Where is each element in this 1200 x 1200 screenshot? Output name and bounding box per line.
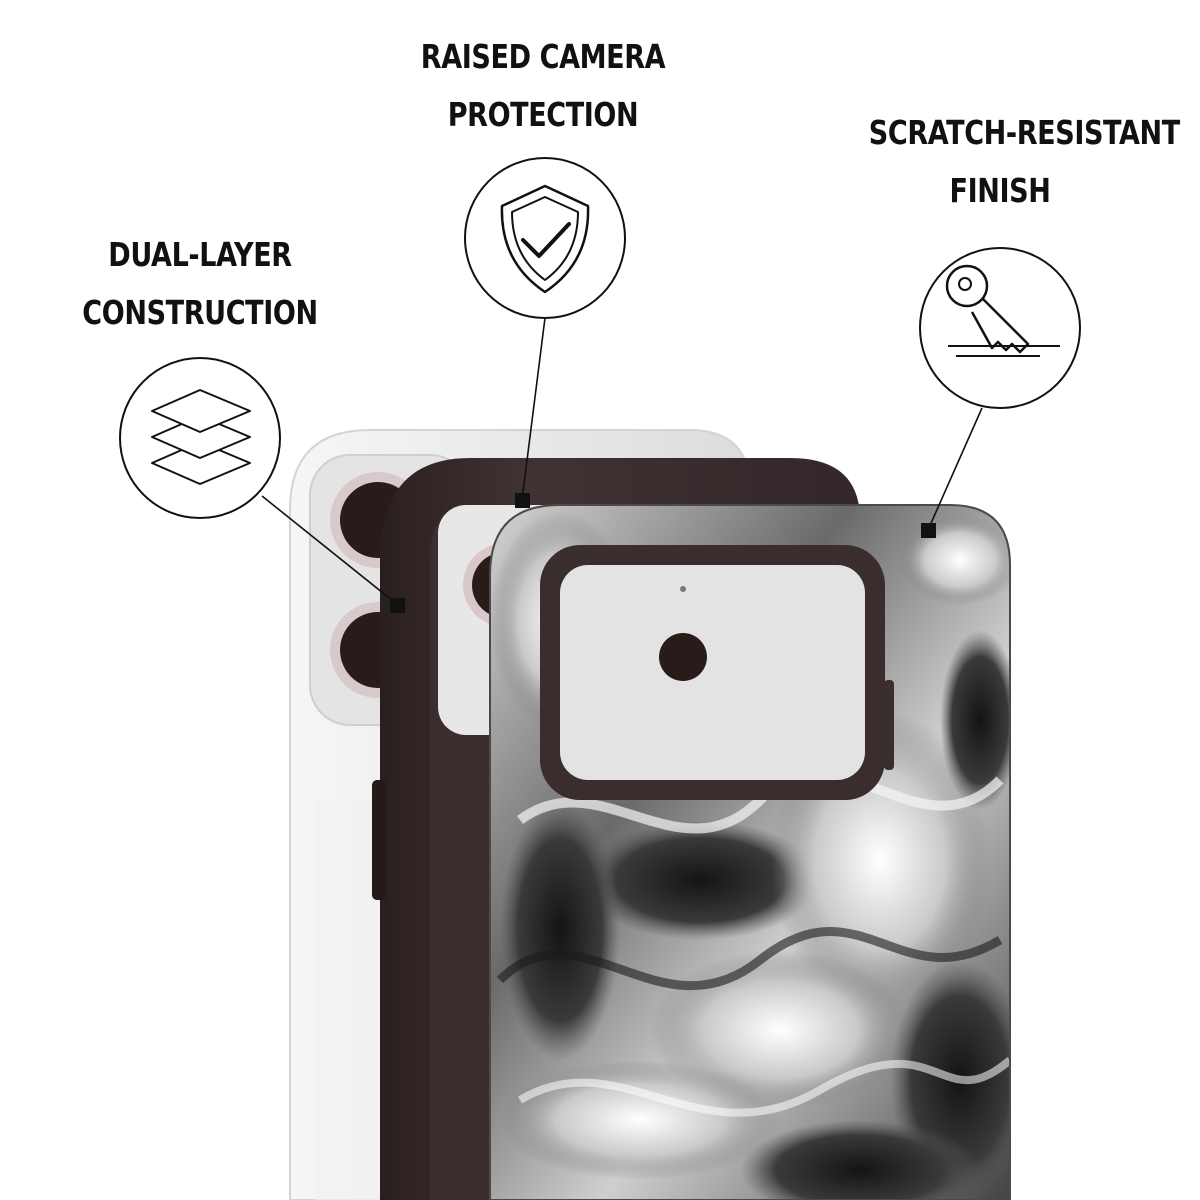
feature-label-line: PROTECTION [447,95,639,134]
feature-label-dual-layer: DUAL-LAYER CONSTRUCTION [69,226,331,342]
key-scratch-icon [919,247,1081,409]
feature-label-line: RAISED CAMERA [420,37,666,76]
shield-check-icon [464,157,626,319]
feature-label-line: CONSTRUCTION [82,293,318,332]
callout-line-dual-layer [261,495,399,606]
layers-icon [119,357,281,519]
callout-line-scratch-resistant [927,407,983,531]
callout-marker-raised-camera [515,493,530,508]
chrome-case-layer [489,504,1011,1200]
callout-marker-scratch-resistant [921,523,936,538]
feature-label-line: SCRATCH-RESISTANT [868,113,1180,152]
callout-marker-dual-layer [390,598,405,613]
callout-line-raised-camera [521,317,546,501]
feature-label-scratch-resistant: SCRATCH-RESISTANT FINISH [868,104,1180,220]
feature-label-line: DUAL-LAYER [108,235,292,274]
feature-label-raised-camera: RAISED CAMERA PROTECTION [412,28,674,144]
feature-label-line: FINISH [949,171,1051,210]
